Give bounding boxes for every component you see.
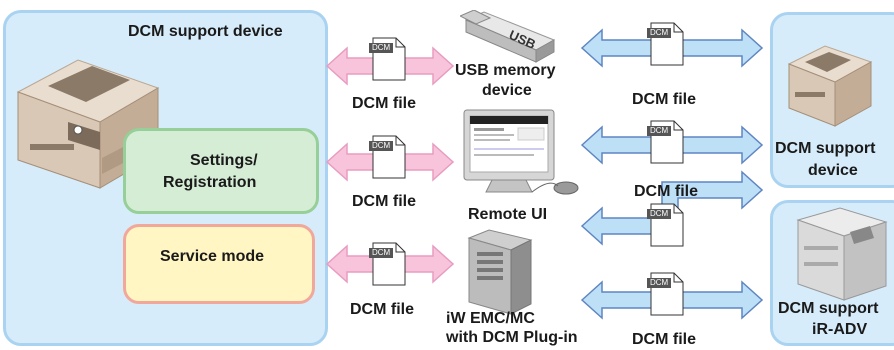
dcm-file-icon-left-top: DCM	[369, 37, 406, 81]
dcm-tag: DCM	[647, 209, 672, 219]
iradv-copier-icon	[796, 207, 888, 301]
usb-memory-icon: USB	[460, 10, 556, 63]
right-iradv-label-line2: iR-ADV	[812, 321, 868, 338]
dcm-file-icon-right-top: DCM	[647, 22, 684, 66]
settings-registration-box	[123, 128, 319, 214]
dcm-file-label-left-bottom: DCM file	[350, 301, 414, 318]
dcm-file-label-right-bottom: DCM file	[632, 331, 696, 348]
dcm-tag: DCM	[647, 126, 672, 136]
service-mode-box	[123, 224, 315, 304]
iw-emc-label-line2: with DCM Plug-in	[446, 329, 578, 346]
dcm-file-icon-right-bent: DCM	[647, 203, 684, 247]
iw-emc-label-line1: iW EMC/MC	[446, 310, 535, 327]
dcm-tag: DCM	[647, 278, 672, 288]
dcm-file-label-right-top: DCM file	[632, 91, 696, 108]
dcm-file-icon-left-bottom: DCM	[369, 242, 406, 286]
dcm-file-icon-right-mid: DCM	[647, 120, 684, 164]
settings-registration-line1: Settings/	[190, 152, 258, 169]
dcm-file-label-left-mid: DCM file	[352, 193, 416, 210]
left-panel-title: DCM support device	[128, 23, 283, 40]
usb-memory-label-line2: device	[482, 82, 532, 99]
dcm-tag: DCM	[369, 248, 394, 258]
server-tower-icon	[467, 229, 533, 315]
settings-registration-line2: Registration	[163, 174, 257, 191]
remote-ui-label: Remote UI	[468, 206, 548, 223]
dcm-file-label-left-top: DCM file	[352, 95, 416, 112]
dcm-file-label-right-mid: DCM file	[634, 183, 698, 200]
dcm-file-icon-left-mid: DCM	[369, 135, 406, 179]
dcm-tag: DCM	[369, 43, 394, 53]
dcm-tag: DCM	[647, 28, 672, 38]
small-printer-icon	[787, 45, 873, 127]
usb-memory-label-line1: USB memory	[455, 62, 556, 79]
right-iradv-label-line1: DCM support	[778, 300, 879, 317]
dcm-tag: DCM	[369, 141, 394, 151]
right-device-label-line1: DCM support	[775, 140, 876, 157]
dcm-file-icon-right-bottom: DCM	[647, 272, 684, 316]
right-device-label-line2: device	[808, 162, 858, 179]
monitor-icon	[463, 109, 579, 195]
service-mode-label: Service mode	[160, 248, 265, 265]
